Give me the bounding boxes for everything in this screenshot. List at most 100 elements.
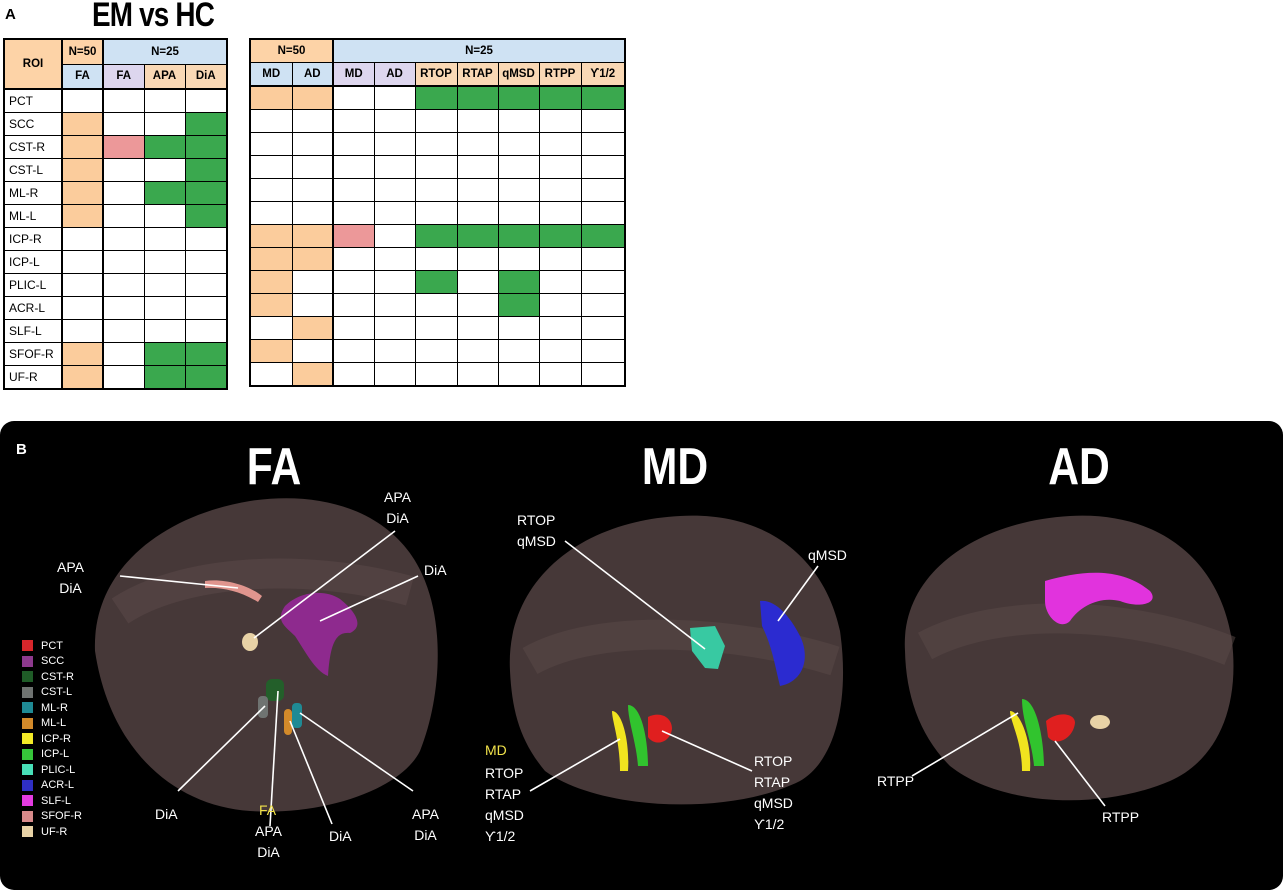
roi-name: SCC [3, 112, 63, 136]
table-row: ACR-L [3, 296, 228, 320]
result-cell [332, 247, 375, 271]
col-header: APA [143, 63, 186, 90]
table-row [249, 270, 626, 294]
result-cell [291, 155, 334, 179]
table-row: ICP-L [3, 250, 228, 274]
result-cell [184, 342, 228, 366]
result-cell [249, 85, 293, 110]
panel-b-letter: B [16, 441, 27, 458]
result-cell [102, 112, 145, 136]
legend-item: ICP-R [22, 731, 82, 747]
result-cell [184, 204, 228, 228]
table-row: SFOF-R [3, 342, 228, 366]
result-cell [291, 132, 334, 156]
result-cell [102, 135, 145, 159]
result-cell [497, 339, 540, 363]
result-cell [61, 365, 104, 390]
roi-name: SLF-L [3, 319, 63, 343]
result-cell [332, 85, 375, 110]
result-cell [414, 362, 458, 387]
result-cell [538, 178, 582, 202]
result-cell [456, 270, 499, 294]
icp-r-tract-md [612, 711, 629, 771]
roi-name: ML-L [3, 204, 63, 228]
legend-item: SLF-L [22, 793, 82, 809]
scc-tract [280, 592, 358, 676]
result-cell [580, 247, 626, 271]
result-cell [332, 178, 375, 202]
ml-r-tract [292, 703, 302, 728]
result-cell [373, 224, 416, 248]
brain-renders [94, 498, 1236, 827]
table-row [249, 224, 626, 248]
result-cell [184, 250, 228, 274]
table-row [249, 178, 626, 202]
result-cell [143, 273, 186, 297]
result-cell [102, 250, 145, 274]
legend-item: CST-L [22, 685, 82, 701]
result-cell [143, 158, 186, 182]
n25-header: N=25 [102, 38, 228, 65]
result-cell [332, 132, 375, 156]
legend-swatch [22, 810, 33, 822]
result-cell [143, 227, 186, 251]
result-cell [249, 178, 293, 202]
result-cell [249, 362, 293, 387]
result-cell [249, 109, 293, 133]
result-cell [414, 339, 458, 363]
result-cell [184, 296, 228, 320]
result-cell [249, 293, 293, 317]
ad-title: AD [1048, 438, 1110, 496]
legend-swatch [22, 826, 33, 838]
result-cell [249, 132, 293, 156]
result-cell [61, 227, 104, 251]
roi-name: CST-L [3, 158, 63, 182]
table-row [249, 132, 626, 156]
result-cell [580, 270, 626, 294]
result-cell [497, 201, 540, 225]
acr-l-tract [760, 600, 805, 686]
fa-label-center: APA DiA [255, 823, 282, 860]
legend-label: UF-R [41, 825, 68, 838]
figure-title: EM vs HC [92, 0, 215, 34]
legend-item: ICP-L [22, 747, 82, 763]
col-header: RTAP [456, 62, 499, 87]
table-row: SLF-L [3, 319, 228, 343]
result-cell [184, 181, 228, 205]
result-cell [184, 158, 228, 182]
legend-swatch [22, 779, 33, 791]
result-cell [580, 316, 626, 340]
result-cell [291, 270, 334, 294]
result-cell [497, 316, 540, 340]
table-row: PLIC-L [3, 273, 228, 297]
icp-r-tract-ad [1010, 711, 1031, 771]
legend-label: ACR-L [41, 779, 75, 792]
result-cell [332, 362, 375, 387]
result-cell [291, 316, 334, 340]
result-cell [102, 319, 145, 343]
n50-header: N=50 [61, 38, 104, 65]
table-row [249, 339, 626, 363]
result-cell [61, 342, 104, 366]
col-header: AD [373, 62, 416, 87]
result-cell [456, 201, 499, 225]
result-cell [332, 224, 375, 248]
result-cell [143, 365, 186, 390]
legend-item: PCT [22, 638, 82, 654]
legend-label: SCC [41, 655, 65, 668]
result-cell [291, 109, 334, 133]
fa-label-bl: DiA [155, 806, 178, 822]
n50-header: N=50 [249, 38, 334, 63]
result-cell [414, 109, 458, 133]
result-cell [497, 109, 540, 133]
uf-r-tract-ad [1090, 715, 1110, 729]
result-cell [143, 342, 186, 366]
result-cell [291, 339, 334, 363]
table-row [249, 109, 626, 133]
result-cell [538, 247, 582, 271]
md-label-qmsd: qMSD [808, 547, 847, 563]
result-cell [580, 155, 626, 179]
brain-panel: B [0, 421, 1283, 890]
result-cell [61, 204, 104, 228]
result-cell [291, 201, 334, 225]
